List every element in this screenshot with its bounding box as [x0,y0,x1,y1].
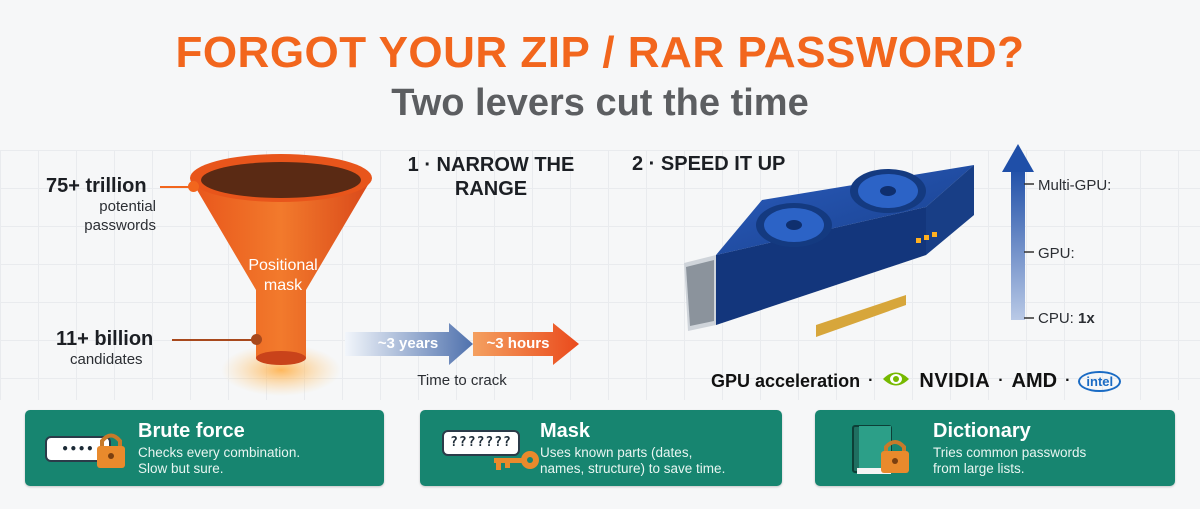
scale-multi-gpu: Multi-GPU: [1038,177,1112,194]
connector-line [172,339,256,341]
nvidia-eye-icon [881,369,911,394]
section2-heading: 2 · SPEED IT UP [632,153,786,175]
time-arrows [345,323,579,365]
page-subtitle: Two levers cut the time [391,82,809,124]
connector-line [160,186,194,188]
candidate-caption: candidates [70,351,143,368]
separator: · [868,372,874,389]
scale-cpu: CPU: 1x [1038,310,1095,327]
connector-dot [188,181,199,192]
password-lock-icon: •••• [45,430,127,470]
mask-field: ??????? [442,430,520,456]
nvidia-logo: NVIDIA [919,369,991,392]
time-caption: Time to crack [417,372,507,389]
gpu-acceleration-label: GPU acceleration [711,370,861,391]
after-time: ~3 hours [486,335,550,352]
speed-scale-arrow [1002,144,1034,320]
card-title: Mask [540,420,591,442]
separator: · [1065,372,1071,389]
candidate-count: 11+ billion [56,328,154,350]
connector-dot [251,334,262,345]
potential-count: 75+ trillion [46,175,147,197]
book-lock-icon [851,422,921,478]
scale-gpu: GPU: [1038,245,1075,262]
card-title: Dictionary [933,420,1031,442]
gpu-card-illustration [684,165,974,337]
vendor-row: GPU acceleration · NVIDIA · AMD · intel [711,369,1122,394]
before-time: ~3 years [377,335,439,352]
scale-cpu-label: CPU: [1038,310,1079,327]
intel-logo: intel [1078,370,1122,392]
card-dictionary: Dictionary Tries common passwords from l… [815,410,1175,486]
amd-logo: AMD [1011,369,1058,392]
potential-caption: potential passwords [84,198,156,234]
funnel-illustration [190,154,372,396]
card-description: Tries common passwords from large lists. [933,445,1087,476]
card-description: Uses known parts (dates, names, structur… [540,445,726,476]
separator: · [998,372,1004,389]
section1-heading: 1 · NARROW THE RANGE [407,154,575,200]
page-title: FORGOT YOUR ZIP / RAR PASSWORD? [175,28,1025,77]
card-brute-force: •••• Brute force Checks every combinatio… [25,410,384,486]
funnel-mask-label: Positional mask [248,257,318,294]
card-mask: ??????? Mask Uses known parts (dates, na… [420,410,782,486]
scale-cpu-value: 1x [1078,310,1095,327]
card-description: Checks every combination. Slow but sure. [138,445,301,476]
card-title: Brute force [138,420,245,442]
key-icon: ??????? [442,430,542,480]
